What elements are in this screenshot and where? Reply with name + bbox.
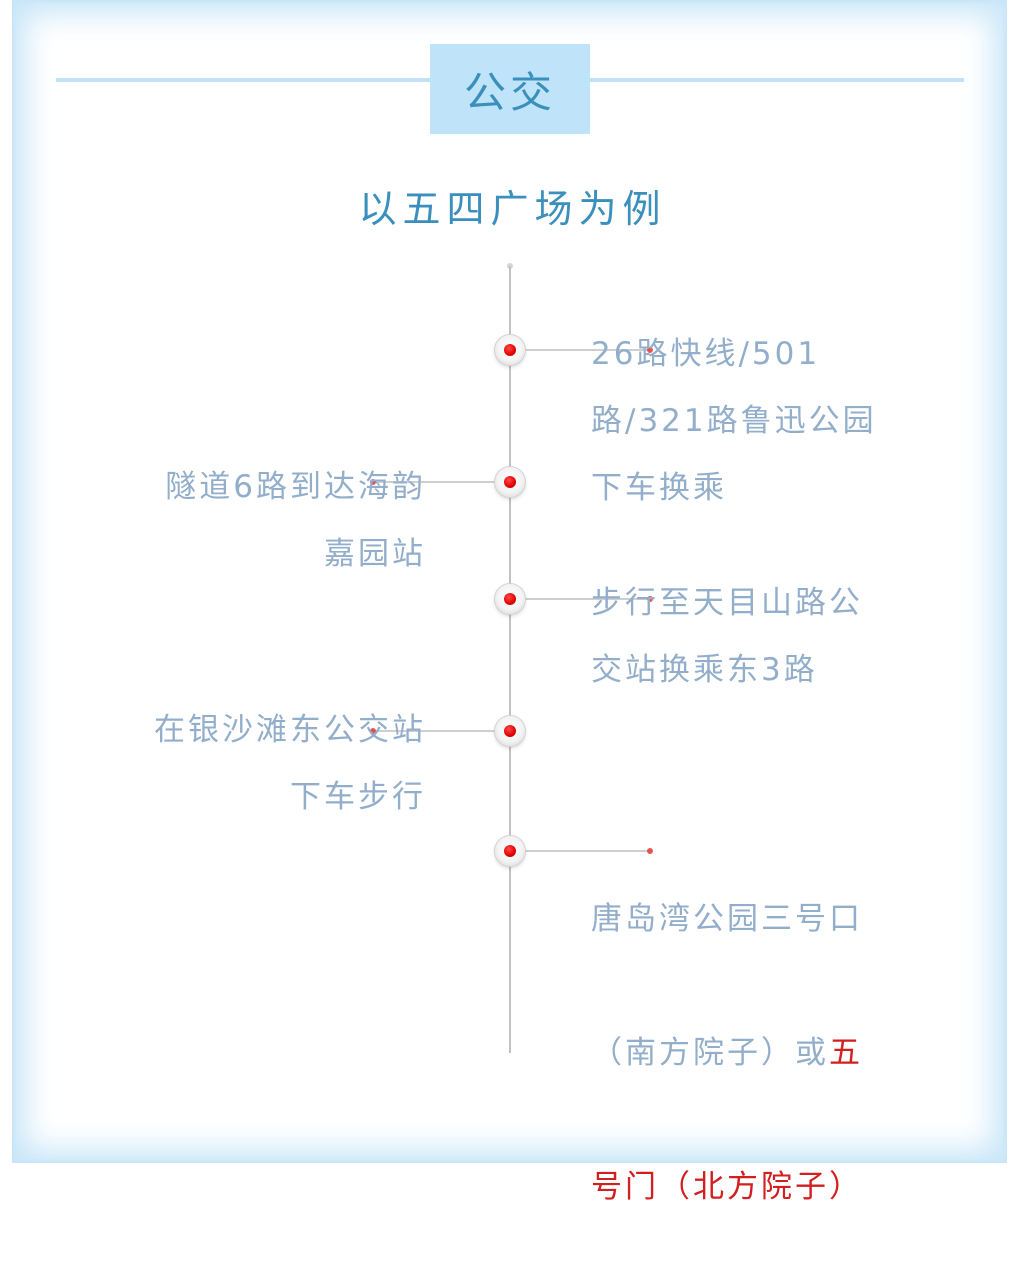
timeline-item-3-line: 交站换乘东3路 bbox=[591, 652, 818, 688]
timeline-item-1-line: 26路快线/501 bbox=[591, 336, 821, 372]
timeline-connector bbox=[370, 728, 496, 734]
timeline-connector bbox=[525, 596, 653, 602]
timeline-item-5-line: （南方院子）或五 bbox=[591, 1020, 911, 1087]
timeline-item-2: 隧道6路到达海韵嘉园站 bbox=[100, 454, 426, 588]
timeline-item-5-line: 唐岛湾公园三号口 bbox=[591, 901, 863, 937]
timeline-item-2-line: 嘉园站 bbox=[324, 536, 426, 572]
timeline-node bbox=[495, 584, 525, 614]
timeline-node bbox=[495, 836, 525, 866]
timeline-item-1: 26路快线/501 路/321路鲁迅公园下车换乘 bbox=[591, 321, 911, 522]
timeline-connector bbox=[525, 347, 653, 353]
timeline-item-4-line: 下车步行 bbox=[290, 779, 426, 815]
timeline-item-5: 唐岛湾公园三号口 （南方院子）或五 号门（北方院子） bbox=[591, 819, 911, 1288]
timeline-connector bbox=[525, 848, 653, 854]
title-divider-right bbox=[590, 78, 964, 82]
timeline-item-3: 步行至天目山路公交站换乘东3路 bbox=[591, 570, 911, 704]
title-divider-left bbox=[56, 78, 430, 82]
page-subtitle: 以五四广场为例 bbox=[358, 187, 667, 231]
timeline-item-4-line: 在银沙滩东公交站 bbox=[154, 712, 426, 748]
timeline-item-1-line: 路/321路鲁迅公园 bbox=[591, 403, 877, 439]
timeline-item-5-text: （南方院子）或 bbox=[591, 1035, 829, 1071]
timeline-item-3-line: 步行至天目山路公 bbox=[591, 585, 863, 621]
timeline-item-4: 在银沙滩东公交站下车步行 bbox=[100, 697, 426, 831]
timeline-axis bbox=[509, 266, 511, 1053]
timeline-item-5-highlight: 五 bbox=[829, 1035, 863, 1071]
timeline-item-2-line: 隧道6路到达海韵 bbox=[165, 469, 426, 505]
timeline-node bbox=[495, 716, 525, 746]
timeline-item-5-highlight: 号门（北方院子） bbox=[591, 1169, 863, 1205]
timeline-connector bbox=[370, 479, 496, 485]
section-title: 公交 bbox=[430, 44, 590, 134]
timeline-node bbox=[495, 335, 525, 365]
timeline-item-1-line: 下车换乘 bbox=[591, 470, 727, 506]
timeline-node bbox=[495, 467, 525, 497]
